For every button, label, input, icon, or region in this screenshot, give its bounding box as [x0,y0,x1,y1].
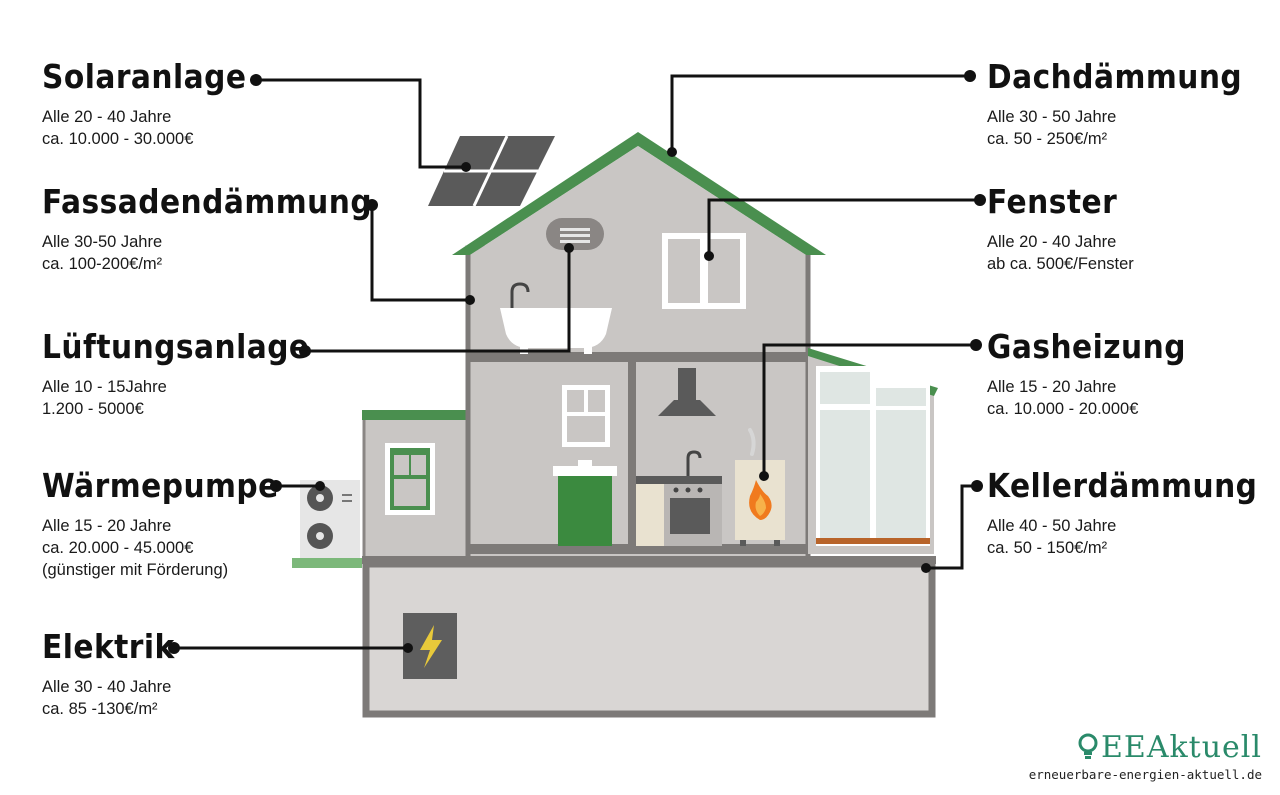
label-dachdaemmung: Dachdämmung Alle 30 - 50 Jahre ca. 50 - … [987,58,1271,150]
label-title: Fassadendämmung [42,182,373,221]
label-line: Alle 15 - 20 Jahre [42,517,172,535]
brand-url: erneuerbare-energien-aktuell.de [1028,767,1262,782]
label-elektrik: Elektrik Alle 30 - 40 Jahre ca. 85 -130€… [42,628,190,720]
label-line: ab ca. 500€/Fenster [987,255,1134,273]
label-line: Alle 40 - 50 Jahre [987,517,1117,535]
label-title: Dachdämmung [987,57,1243,96]
basement [362,560,936,718]
label-line: ca. 50 - 250€/m² [987,130,1108,148]
label-line: Alle 10 - 15Jahre [42,378,167,396]
label-fassadendaemmung: Fassadendämmung Alle 30-50 Jahre ca. 100… [42,183,409,275]
label-line: ca. 85 -130€/m² [42,700,158,718]
label-line: ca. 20.000 - 45.000€ [42,539,194,557]
label-line: 1.200 - 5000€ [42,400,144,418]
label-title: Kellerdämmung [987,466,1258,505]
label-line: ca. 10.000 - 20.000€ [987,400,1139,418]
label-line: Alle 20 - 40 Jahre [987,233,1117,251]
label-title: Elektrik [42,627,175,666]
upper-window-icon [662,233,746,309]
label-line: Alle 30-50 Jahre [42,233,163,251]
label-title: Solaranlage [42,57,247,96]
roof-gable [452,132,826,255]
leader-lueftungsanlage [305,248,571,353]
label-title: Wärmepumpe [42,466,279,505]
label-line: Alle 30 - 40 Jahre [42,678,172,696]
ground-floor-slab [468,544,808,554]
floor-divider [468,352,808,362]
label-title: Lüftungsanlage [42,327,310,366]
annex-roof [362,410,468,420]
label-line: ca. 100-200€/m² [42,255,163,273]
bulb-icon [1078,733,1098,759]
label-fenster: Fenster Alle 20 - 40 Jahre ab ca. 500€/F… [987,183,1134,275]
solar-panel-icon [428,135,555,207]
label-title: Gasheizung [987,327,1186,366]
label-line: ca. 50 - 150€/m² [987,539,1108,557]
brand-logo: EEAktuell [1022,730,1262,766]
label-line: Alle 15 - 20 Jahre [987,378,1117,396]
label-title: Fenster [987,182,1118,221]
ground-line [362,556,936,564]
leader-gasheizung [762,343,976,476]
annex-window-icon [385,443,435,515]
stove-icon [636,450,722,546]
range-hood-icon [658,368,716,416]
brand-logo-text: EEAktuell [1101,730,1262,765]
label-line: Alle 20 - 40 Jahre [42,108,172,126]
label-gasheizung: Gasheizung Alle 15 - 20 Jahre ca. 10.000… [987,328,1208,420]
leader-fenster [707,198,980,256]
leader-fassadendaemmung [370,205,470,302]
room-divider [628,362,636,548]
sink-cabinet-icon [553,460,617,546]
leader-lines [174,74,980,650]
heat-pump-icon [300,480,360,558]
label-solaranlage: Solaranlage Alle 20 - 40 Jahre ca. 10.00… [42,58,269,150]
brand-block: EEAktuell erneuerbare-energien-aktuell.d… [1022,730,1262,784]
ground-window-icon [562,385,610,447]
label-line: Alle 30 - 50 Jahre [987,108,1117,126]
label-kellerdaemmung: Kellerdämmung Alle 40 - 50 Jahre ca. 50 … [987,467,1280,559]
label-line: (günstiger mit Förderung) [42,561,229,579]
label-line: ca. 10.000 - 30.000€ [42,130,194,148]
conservatory [808,348,938,554]
label-waermepumpe: Wärmepumpe Alle 15 - 20 Jahre ca. 20.000… [42,467,305,581]
leader-kellerdaemmung [926,484,977,570]
vent-icon [546,218,604,250]
leader-dachdaemmung [670,74,970,152]
label-lueftungsanlage: Lüftungsanlage Alle 10 - 15Jahre 1.200 -… [42,328,339,420]
grass-strip [292,558,362,568]
leader-dots [168,70,986,654]
leader-solaranlage [256,78,466,169]
